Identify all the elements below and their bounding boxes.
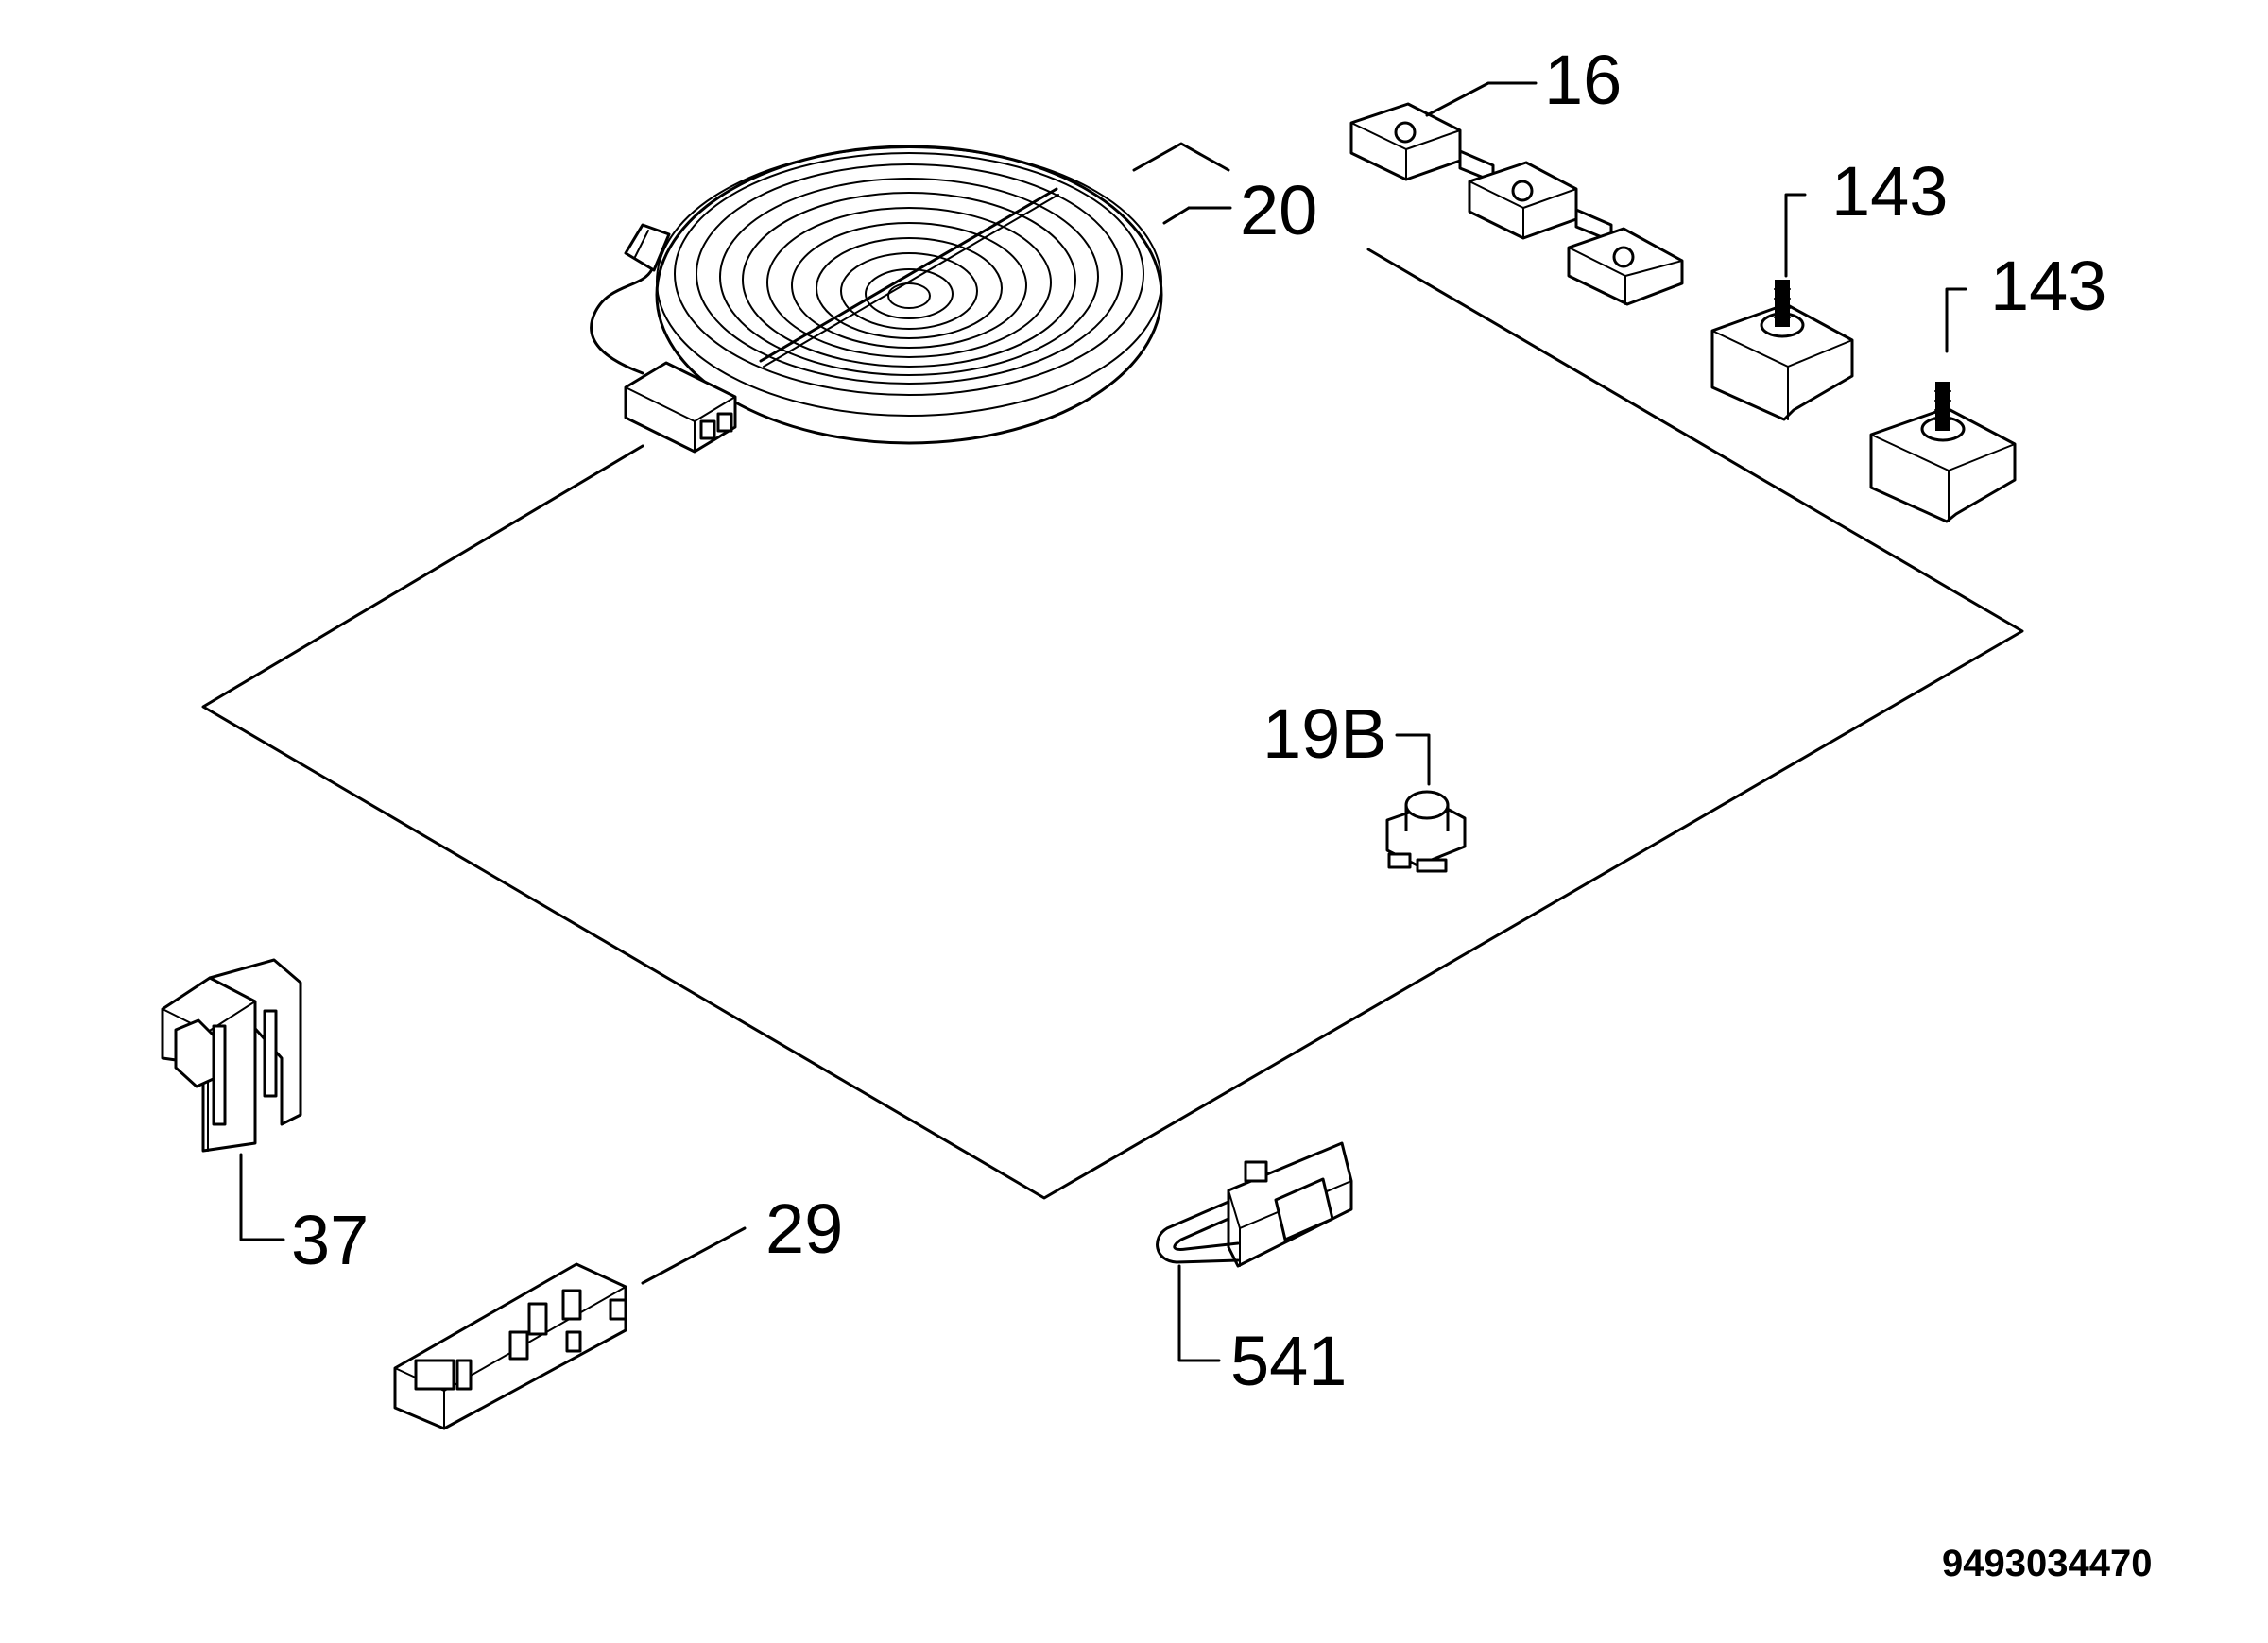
callout-16: 16 (1544, 41, 1622, 119)
hob-glass-outline (201, 248, 2024, 1200)
callout-143-upper: 143 (1831, 152, 1948, 231)
callout-29: 29 (765, 1189, 843, 1268)
leader-19b (1395, 733, 1431, 786)
leader-20 (1162, 206, 1191, 225)
part-143-energy-regulator-upper (1710, 280, 1854, 421)
leader-143b (1945, 287, 1967, 353)
part-19b-indicator-lamp (1385, 790, 1467, 873)
callout-19b: 19B (1263, 694, 1387, 773)
callout-20: 20 (1240, 171, 1317, 249)
leader-29 (641, 1226, 747, 1285)
part-20-radiant-hotplate (590, 145, 1163, 454)
callout-143-lower: 143 (1990, 247, 2106, 325)
leader-20-bracket (1132, 142, 1230, 172)
part-37-switch-bracket (161, 958, 302, 1153)
part-143-energy-regulator-lower (1869, 382, 2017, 523)
part-16-terminal-block (1349, 102, 1684, 306)
part-541-cable-clip (1156, 1141, 1353, 1268)
leader-37 (239, 1153, 285, 1241)
leader-143a (1784, 193, 1807, 278)
leader-541 (1177, 1264, 1221, 1362)
part-29-module (393, 1262, 627, 1430)
document-code: 9493034470 (1942, 1543, 2152, 1584)
callout-37: 37 (291, 1201, 369, 1279)
leader-16 (1425, 81, 1538, 117)
callout-541: 541 (1230, 1322, 1347, 1400)
